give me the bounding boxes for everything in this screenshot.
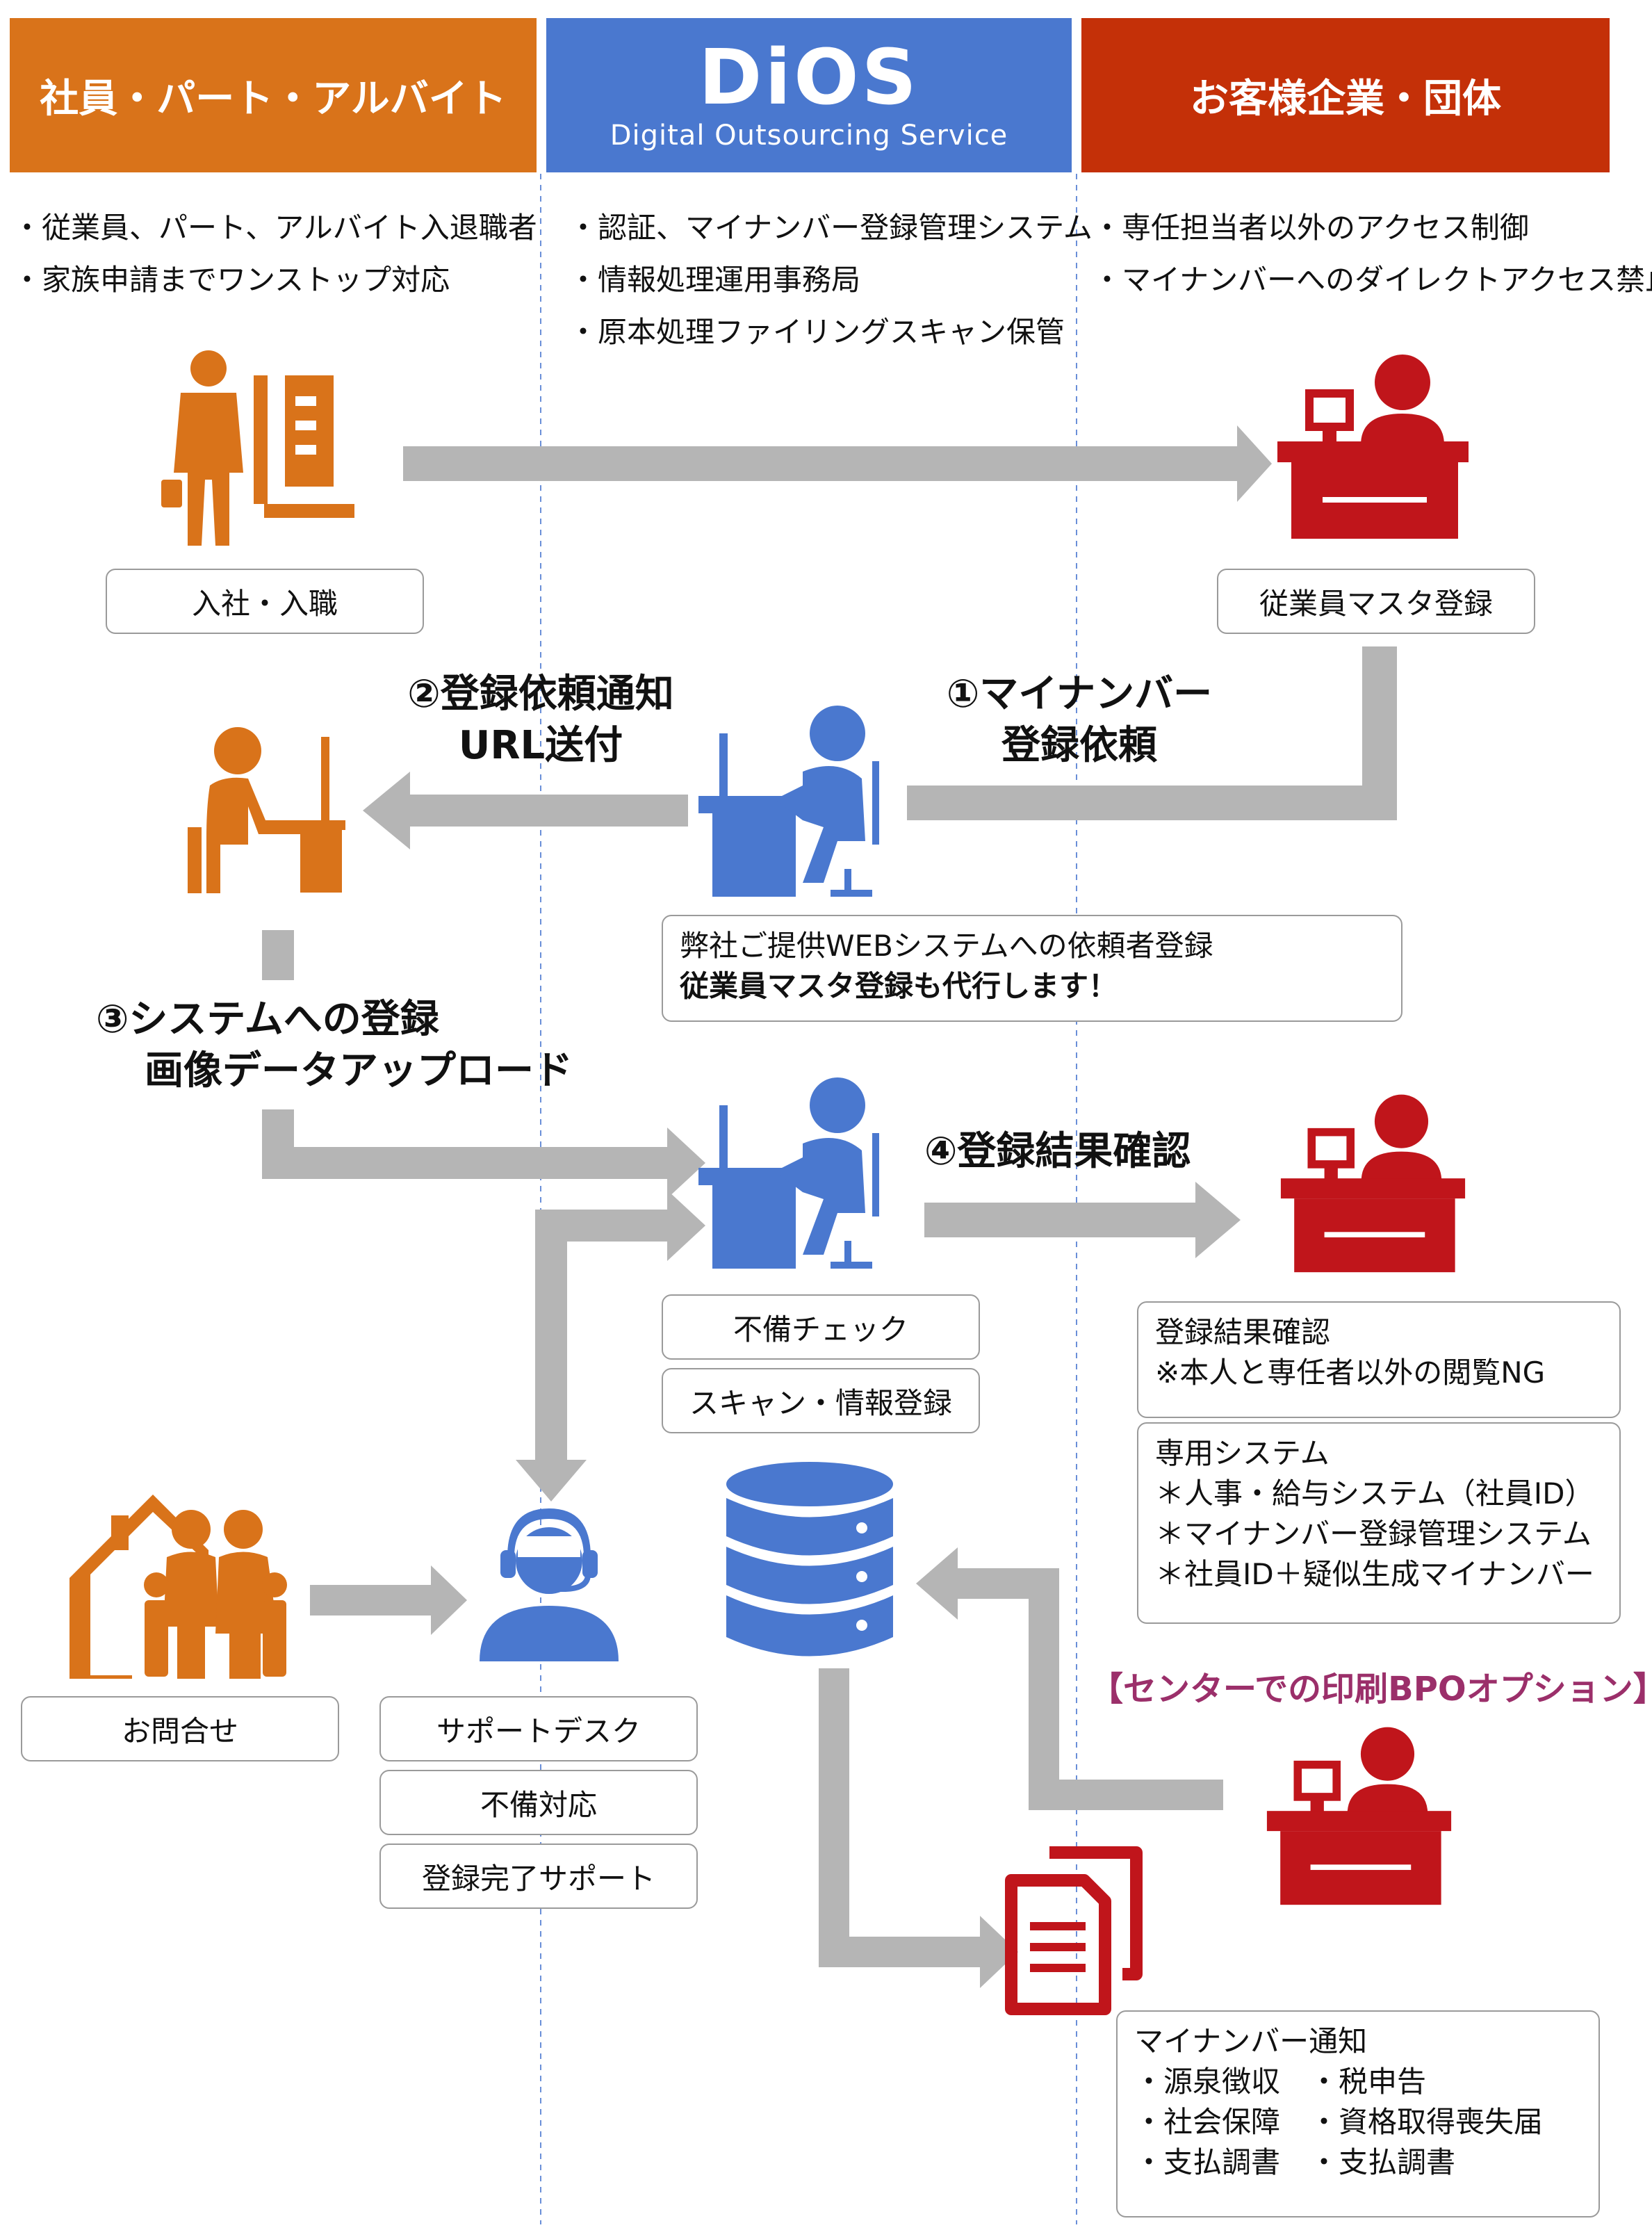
right-bullets: 専任担当者以外のアクセス制御 マイナンバーへのダイレクトアクセス禁止 [1093,202,1652,306]
completion-support-label: 登録完了サポート [421,1861,655,1896]
support-desk-label: サポートデスク [436,1714,641,1748]
left-bullet: 家族申請までワンストップ対応 [13,254,537,306]
step4-text: ④登録結果確認 [924,1129,1191,1174]
check-box: 不備チェック [662,1294,980,1360]
inquiry-box: お問合せ [21,1696,339,1761]
completion-support-box: 登録完了サポート [379,1844,698,1909]
client-staff-icon [1277,355,1469,539]
step1-line1: ①マイナンバー [946,672,1213,717]
scan-box: スキャン・情報登録 [662,1368,980,1433]
center-bullet: 情報処理運用事務局 [569,254,1093,306]
client-staff-icon [1280,1094,1466,1273]
left-bullets: 従業員、パート、アルバイト入退職者 家族申請までワンストップ対応 [13,202,537,306]
database-icon [726,1462,893,1657]
operator-icon [698,706,879,897]
scan-label: スキャン・情報登録 [689,1385,952,1420]
web-system-line-bold: 従業員マスタ登録も代行します！ [680,969,1118,1003]
mynumber-notice-box: マイナンバー通知 ・源泉徴収 ・税申告 ・社会保障 ・資格取得喪失届 ・支払調書… [1116,2010,1600,2217]
web-system-line: 弊社ご提供WEBシステムへの依頼者登録 [680,929,1213,963]
master-box: 従業員マスタ登録 [1217,569,1535,634]
bpo-option-label: 【センターでの印刷BPOオプション】 [1090,1661,1652,1710]
system-line: ＊社員ID＋疑似生成マイナンバー [1155,1557,1594,1591]
hire-box: 入社・入職 [106,569,424,634]
step3-line1: ③システムへの登録 [96,997,439,1042]
step4-label: ④登録結果確認 [924,1126,1191,1178]
documents-icon [1005,1846,1143,2015]
hire-label: 入社・入職 [191,586,338,621]
step2-label: ②登録依頼通知 URL送付 [381,669,701,772]
deficiency-label: 不備対応 [480,1787,597,1822]
center-bullet: 認証、マイナンバー登録管理システム [569,202,1093,254]
deficiency-box: 不備対応 [379,1770,698,1835]
notice-line: マイナンバー通知 [1134,2024,1368,2058]
step1-label: ①マイナンバー 登録依頼 [944,669,1215,772]
system-line: ＊人事・給与システム（社員ID） [1155,1476,1594,1511]
step1-line2: 登録依頼 [1001,723,1157,768]
step2-line2: URL送付 [458,723,623,768]
bpo-staff-icon [1266,1727,1452,1905]
result-line: ※本人と専任者以外の閲覧NG [1155,1356,1546,1390]
family-home-icon [69,1495,287,1679]
notice-line: ・源泉徴収 ・税申告 [1134,2065,1427,2099]
left-bullet: 従業員、パート、アルバイト入退職者 [13,202,537,254]
header-client-label: お客様企業・団体 [1190,76,1501,122]
operator-icon [698,1077,879,1269]
system-line: 専用システム [1155,1436,1330,1470]
result-line: 登録結果確認 [1155,1315,1331,1349]
dios-logo: DiOS [698,33,919,122]
system-line: ＊マイナンバー登録管理システム [1155,1517,1592,1551]
result-box: 登録結果確認 ※本人と専任者以外の閲覧NG [1137,1301,1621,1418]
right-bullet: マイナンバーへのダイレクトアクセス禁止 [1093,254,1652,306]
header-dios: DiOS Digital Outsourcing Service [546,18,1072,172]
center-bullet: 原本処理ファイリングスキャン保管 [569,306,1093,358]
web-system-box: 弊社ご提供WEBシステムへの依頼者登録 従業員マスタ登録も代行します！ [662,915,1402,1022]
header-employees-label: 社員・パート・アルバイト [40,76,507,122]
bpo-option-text: 【センターでの印刷BPOオプション】 [1090,1670,1652,1709]
step3-line2: 画像データアップロード [145,1048,573,1093]
headset-support-icon [480,1508,619,1661]
employee-building-icon [161,350,354,546]
header-client: お客様企業・団体 [1081,18,1610,172]
check-label: 不備チェック [733,1312,908,1346]
notice-line: ・支払調書 ・支払調書 [1134,2145,1456,2179]
dedicated-system-box: 専用システム ＊人事・給与システム（社員ID） ＊マイナンバー登録管理システム … [1137,1422,1621,1624]
notice-line: ・社会保障 ・資格取得喪失届 [1134,2105,1544,2139]
step2-line1: ②登録依頼通知 [407,672,674,717]
header-employees: 社員・パート・アルバイト [10,18,537,172]
dios-logo-subtitle: Digital Outsourcing Service [610,120,1008,152]
support-desk-box: サポートデスク [379,1696,698,1761]
master-label: 従業員マスタ登録 [1259,586,1493,621]
step3-label: ③システムへの登録 画像データアップロード [96,994,573,1097]
center-bullets: 認証、マイナンバー登録管理システム 情報処理運用事務局 原本処理ファイリングスキ… [569,202,1093,358]
employee-computer-icon [188,727,345,893]
inquiry-label: お問合せ [121,1714,238,1748]
right-bullet: 専任担当者以外のアクセス制御 [1093,202,1652,254]
